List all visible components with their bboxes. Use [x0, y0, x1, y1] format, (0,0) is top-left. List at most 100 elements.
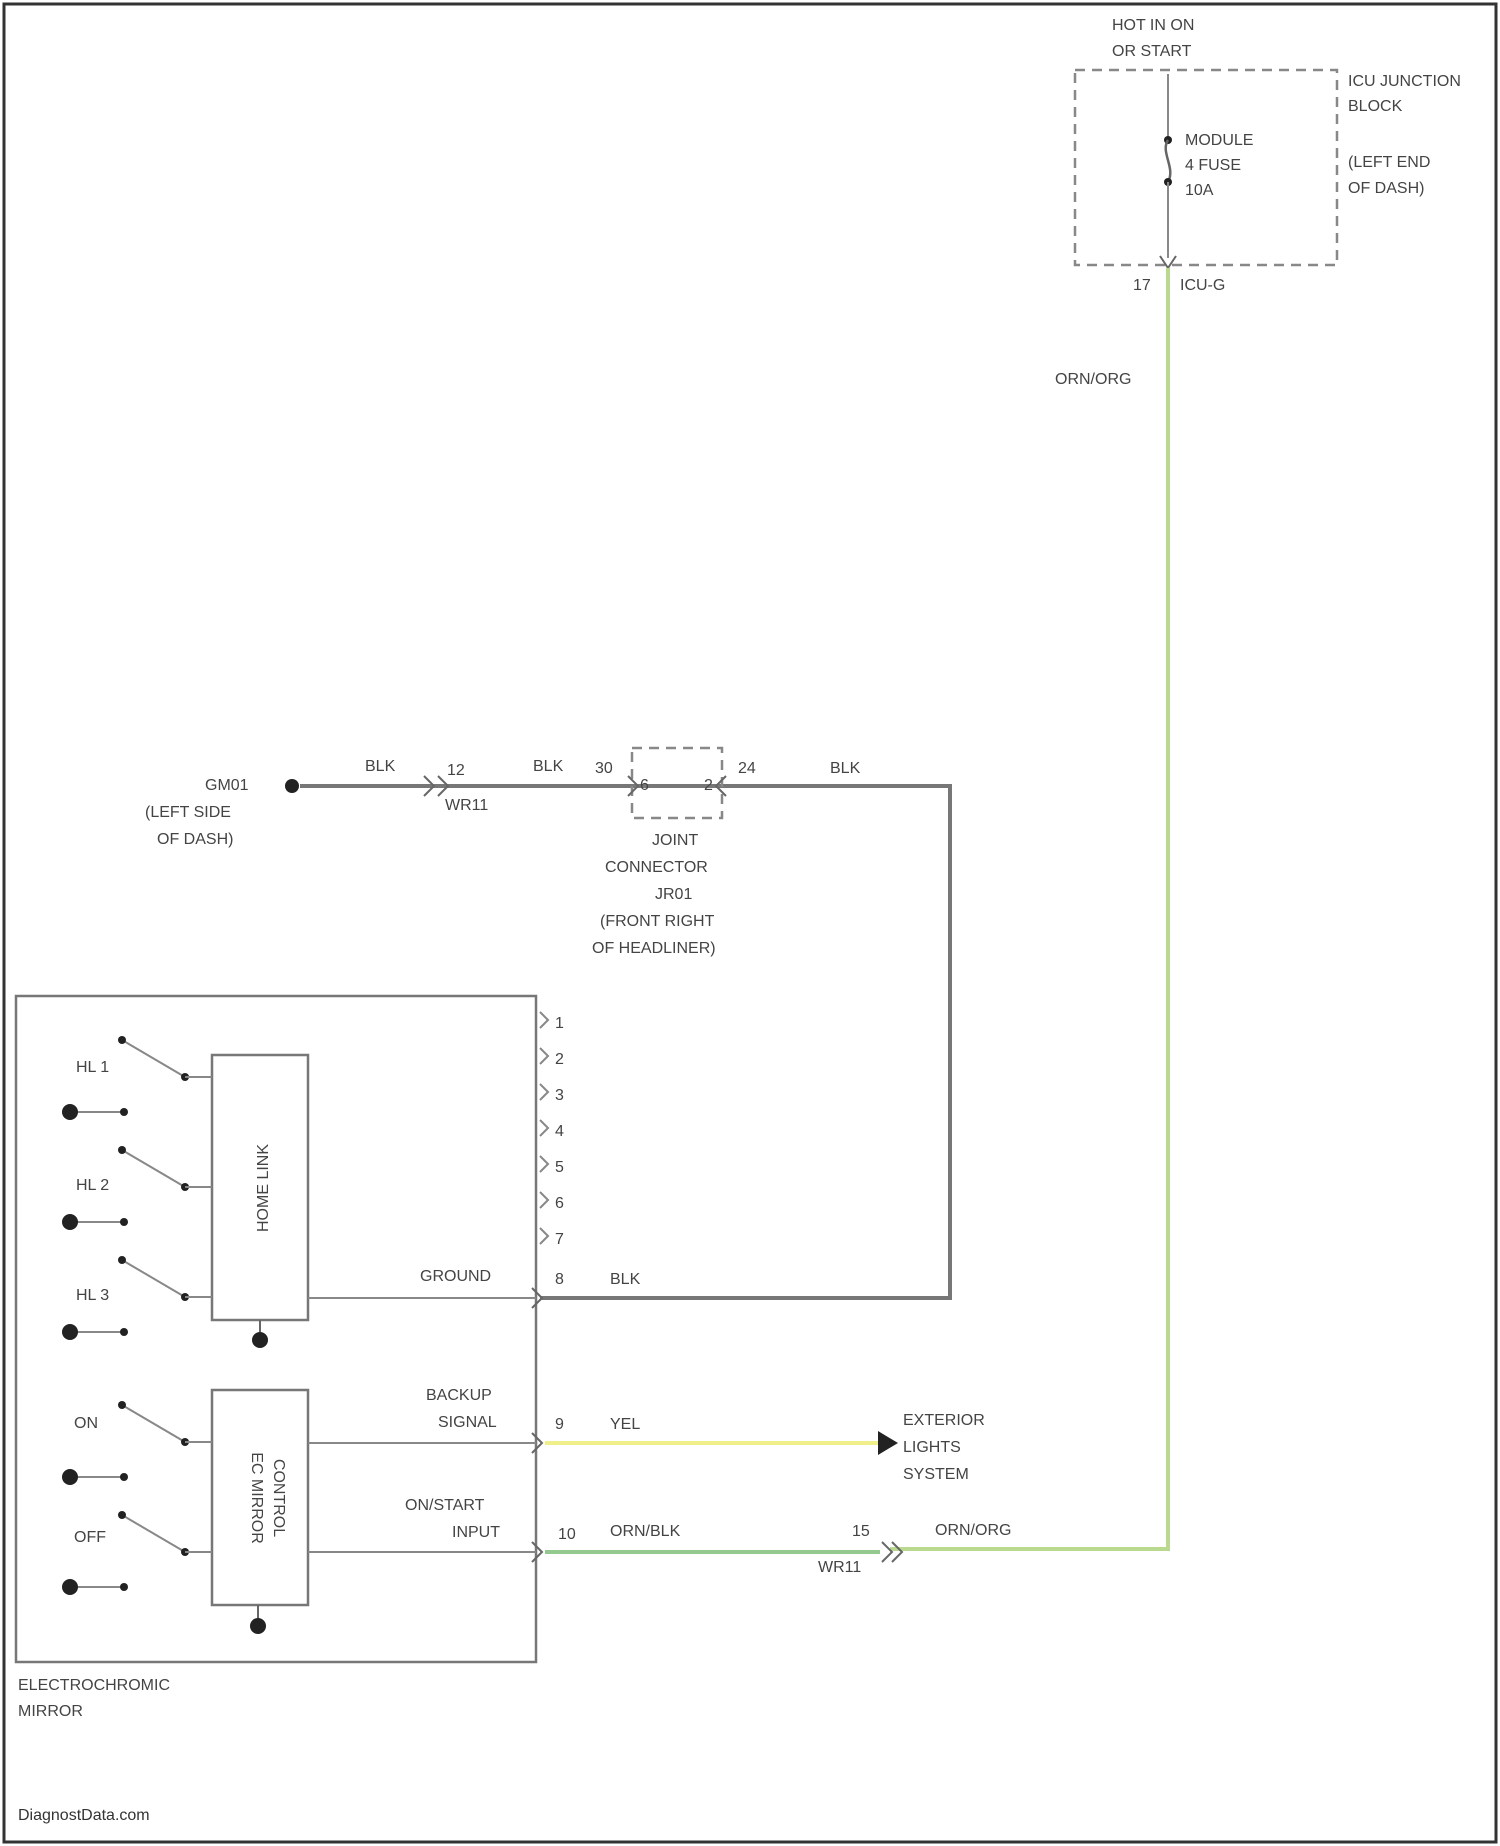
mirror-name-2: MIRROR [18, 1703, 83, 1720]
or-start-label: OR START [1112, 43, 1192, 60]
switch-hl2-label: HL 2 [76, 1177, 109, 1194]
page-border [4, 4, 1496, 1842]
homelink-ground-dot [252, 1332, 268, 1348]
switch-hl1: HL 1 [62, 1036, 212, 1120]
blk-ground-wire-label: BLK [610, 1271, 641, 1288]
switch-off-label: OFF [74, 1529, 106, 1546]
blk-wire-label-2: BLK [533, 758, 564, 775]
mirror-pin-6: 6 [555, 1195, 564, 1212]
watermark: DiagnostData.com [18, 1807, 150, 1824]
yel-wire-label: YEL [610, 1416, 640, 1433]
mirror-pin-7: 7 [555, 1231, 564, 1248]
orn-org-wire-label-bottom: ORN/ORG [935, 1522, 1011, 1539]
switch-hl1-label: HL 1 [76, 1059, 109, 1076]
switch-off-arm [122, 1515, 185, 1552]
mirror-pin-connector-icons [540, 1012, 548, 1244]
exterior-lights-label-1: EXTERIOR [903, 1412, 985, 1429]
junction-block-label-2: BLOCK [1348, 98, 1403, 115]
switch-hl3: HL 3 [62, 1256, 212, 1340]
joint-pin-right: 24 [738, 760, 756, 777]
backup-signal-label-1: BACKUP [426, 1387, 492, 1404]
blk-wire-label-1: BLK [365, 758, 396, 775]
wr11-bottom-connector-label: WR11 [818, 1559, 861, 1576]
exterior-lights-label-3: SYSTEM [903, 1466, 969, 1483]
switch-off-ground-dot [62, 1579, 78, 1595]
switch-hl3-label: HL 3 [76, 1287, 109, 1304]
switch-hl2-ground-term [120, 1218, 128, 1226]
switch-off: OFF [62, 1511, 212, 1595]
electrochromic-mirror-box [16, 996, 536, 1662]
ec-ground-dot [250, 1618, 266, 1634]
ground-pin-function: GROUND [420, 1268, 491, 1285]
junction-location-2: OF DASH) [1348, 180, 1424, 197]
ground-gm01-icon [285, 779, 299, 793]
icu-g-connector-label: ICU-G [1180, 277, 1225, 294]
ground-label-2: (LEFT SIDE [145, 804, 231, 821]
switch-hl2-ground-dot [62, 1214, 78, 1230]
orn-org-wire-label-top: ORN/ORG [1055, 371, 1131, 388]
mirror-pin-4: 4 [555, 1123, 564, 1140]
ec-mirror-control-label-2: CONTROL [270, 1459, 287, 1537]
mirror-pin-5: 5 [555, 1159, 564, 1176]
mirror-pin-10: 10 [558, 1526, 576, 1543]
switch-on-arm [122, 1405, 185, 1442]
backup-signal-label-2: SIGNAL [438, 1414, 497, 1431]
switch-hl2: HL 2 [62, 1146, 212, 1230]
mirror-pin-1: 1 [555, 1015, 564, 1032]
switch-on-pivot [118, 1401, 126, 1409]
switch-hl2-pivot [118, 1146, 126, 1154]
wr11-bottom-pin-label: 15 [852, 1523, 870, 1540]
switch-hl3-ground-dot [62, 1324, 78, 1340]
fuse-label-1: MODULE [1185, 132, 1253, 149]
ground-label-3: OF DASH) [157, 831, 233, 848]
switch-on-ground-term [120, 1473, 128, 1481]
joint-connector-label-4: (FRONT RIGHT [600, 913, 715, 930]
switch-hl3-arm [122, 1260, 185, 1297]
switch-on-ground-dot [62, 1469, 78, 1485]
joint-pin-inner-right: 2 [704, 777, 713, 794]
switch-off-ground-term [120, 1583, 128, 1591]
joint-pin-left: 30 [595, 760, 613, 777]
switch-off-pivot [118, 1511, 126, 1519]
onstart-input-label-2: INPUT [452, 1524, 500, 1541]
mirror-pin-9: 9 [555, 1416, 564, 1433]
switch-hl1-pivot [118, 1036, 126, 1044]
switch-on-label: ON [74, 1415, 98, 1432]
hot-in-on-label: HOT IN ON [1112, 17, 1194, 34]
fuse-label-2: 4 FUSE [1185, 157, 1241, 174]
joint-connector-label-2: CONNECTOR [605, 859, 708, 876]
mirror-pin-2: 2 [555, 1051, 564, 1068]
fuse-label-3: 10A [1185, 182, 1214, 199]
mirror-pin-8: 8 [555, 1271, 564, 1288]
mirror-pin-3: 3 [555, 1087, 564, 1104]
orn-org-wire [890, 268, 1168, 1549]
joint-pin-inner-left: 6 [640, 777, 649, 794]
mirror-name-1: ELECTROCHROMIC [18, 1677, 170, 1694]
joint-connector-label-3: JR01 [655, 886, 692, 903]
onstart-input-label-1: ON/START [405, 1497, 485, 1514]
switch-hl3-ground-term [120, 1328, 128, 1336]
junction-location-1: (LEFT END [1348, 154, 1430, 171]
icu-g-pin-label: 17 [1133, 277, 1151, 294]
orn-blk-wire-label: ORN/BLK [610, 1523, 681, 1540]
exterior-lights-label-2: LIGHTS [903, 1439, 961, 1456]
ground-label-1: GM01 [205, 777, 249, 794]
mirror-pin-column: 1 2 3 4 5 6 7 8 9 10 [540, 1012, 576, 1543]
arrow-right-icon [878, 1431, 898, 1455]
joint-connector-label-1: JOINT [652, 832, 698, 849]
switch-hl2-arm [122, 1150, 185, 1187]
wr11-bottom-connector-icon [882, 1542, 902, 1562]
wr11-top-pin-label: 12 [447, 762, 465, 779]
switch-on: ON [62, 1401, 212, 1485]
junction-block-label-1: ICU JUNCTION [1348, 73, 1461, 90]
switch-hl1-ground-term [120, 1108, 128, 1116]
blk-wire-label-3: BLK [830, 760, 861, 777]
joint-connector-label-5: OF HEADLINER) [592, 940, 716, 957]
ec-mirror-control-label-1: EC MIRROR [248, 1452, 265, 1544]
wr11-top-connector-label: WR11 [445, 797, 488, 814]
homelink-label: HOME LINK [255, 1144, 272, 1232]
switch-hl3-pivot [118, 1256, 126, 1264]
fuse-icon [1166, 140, 1171, 182]
switch-hl1-ground-dot [62, 1104, 78, 1120]
